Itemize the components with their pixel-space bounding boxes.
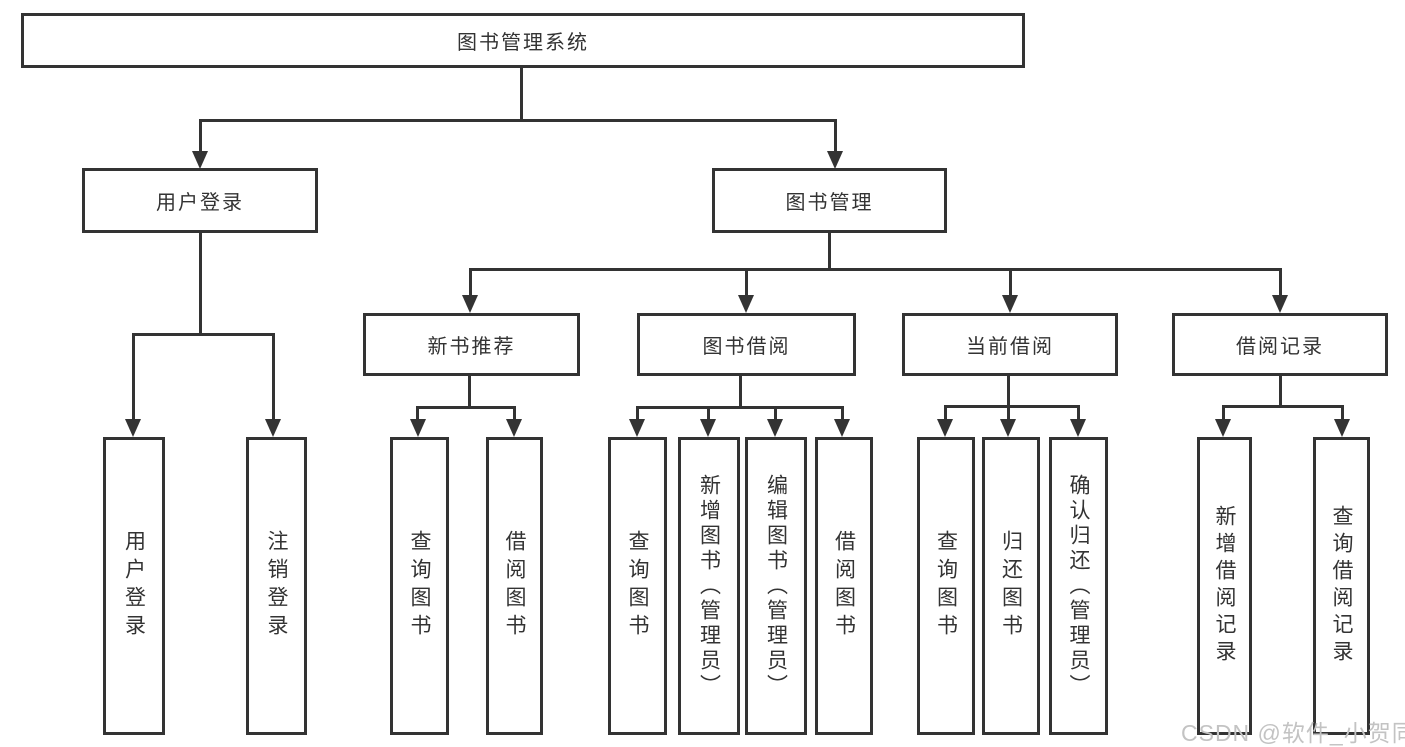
arrowhead-down-icon	[462, 295, 478, 313]
node-edit-books-admin-label: 编辑图书（管理员）	[764, 473, 788, 699]
node-add-books-admin-label: 新增图书（管理员）	[697, 473, 721, 699]
arrowhead-down-icon	[125, 419, 141, 437]
arrowhead-down-icon	[1000, 419, 1016, 437]
node-add-books-admin: 新增图书（管理员）	[678, 437, 740, 735]
node-query-books-recommend: 查询图书	[390, 437, 449, 735]
connector-line	[834, 119, 837, 153]
connector-line	[944, 405, 1080, 408]
node-logout-label: 注销登录	[265, 530, 288, 642]
connector-line	[468, 376, 471, 408]
node-borrowing-records-label: 借阅记录	[1236, 336, 1324, 358]
arrowhead-down-icon	[738, 295, 754, 313]
node-query-books-current-label: 查询图书	[934, 530, 958, 642]
arrowhead-down-icon	[700, 419, 716, 437]
connector-line	[1077, 405, 1080, 419]
connector-line	[1007, 376, 1010, 407]
node-book-borrowing: 图书借阅	[637, 313, 856, 376]
connector-line	[1341, 405, 1344, 419]
node-root: 图书管理系统	[21, 13, 1025, 68]
connector-line	[636, 406, 844, 409]
node-return-books: 归还图书	[982, 437, 1040, 735]
node-current-borrowing-label: 当前借阅	[966, 336, 1054, 358]
connector-line	[199, 119, 202, 153]
node-query-borrow-record-label: 查询借阅记录	[1330, 505, 1353, 667]
node-root-label: 图书管理系统	[457, 32, 589, 54]
connector-line	[1222, 405, 1225, 419]
node-book-borrowing-label: 图书借阅	[702, 336, 791, 358]
connector-line	[1007, 405, 1010, 419]
node-user-login: 用户登录	[82, 168, 318, 233]
connector-line	[416, 406, 516, 409]
connector-line	[841, 406, 844, 419]
connector-line	[774, 406, 777, 419]
connector-line	[1279, 268, 1282, 295]
arrowhead-down-icon	[767, 419, 783, 437]
arrowhead-down-icon	[1002, 295, 1018, 313]
node-edit-books-admin: 编辑图书（管理员）	[745, 437, 807, 735]
node-user-login-leaf-label: 用户登录	[122, 530, 146, 642]
node-query-books-recommend-label: 查询图书	[408, 530, 431, 642]
arrowhead-down-icon	[192, 151, 208, 169]
node-return-books-label: 归还图书	[999, 530, 1023, 642]
connector-line	[199, 119, 837, 122]
node-new-book-recommend-label: 新书推荐	[427, 336, 516, 358]
node-logout: 注销登录	[246, 437, 307, 735]
arrowhead-down-icon	[1070, 419, 1086, 437]
connector-line	[132, 333, 275, 336]
node-add-borrow-record: 新增借阅记录	[1197, 437, 1252, 735]
arrowhead-down-icon	[1334, 419, 1350, 437]
arrowhead-down-icon	[834, 419, 850, 437]
node-borrowing-records: 借阅记录	[1172, 313, 1388, 376]
node-book-management: 图书管理	[712, 168, 947, 233]
arrowhead-down-icon	[1272, 295, 1288, 313]
connector-line	[416, 406, 419, 419]
connector-line	[1009, 268, 1012, 295]
connector-line	[707, 406, 710, 419]
node-borrow-books-recommend-label: 借阅图书	[503, 530, 526, 642]
node-new-book-recommend: 新书推荐	[363, 313, 580, 376]
arrowhead-down-icon	[506, 419, 522, 437]
connector-line	[469, 268, 472, 295]
connector-line	[199, 233, 202, 335]
arrowhead-down-icon	[1215, 419, 1231, 437]
node-book-management-label: 图书管理	[785, 192, 874, 214]
connector-line	[828, 233, 831, 270]
connector-line	[520, 68, 523, 121]
arrowhead-down-icon	[827, 151, 843, 169]
arrowhead-down-icon	[410, 419, 426, 437]
connector-line	[272, 333, 275, 419]
node-user-login-label: 用户登录	[156, 192, 244, 214]
connector-line	[739, 376, 742, 408]
node-confirm-return-admin-label: 确认归还（管理员）	[1067, 473, 1090, 699]
node-current-borrowing: 当前借阅	[902, 313, 1118, 376]
node-query-books-current: 查询图书	[917, 437, 975, 735]
node-add-borrow-record-label: 新增借阅记录	[1213, 505, 1236, 667]
connector-line	[1279, 376, 1282, 407]
arrowhead-down-icon	[937, 419, 953, 437]
connector-line	[944, 405, 947, 419]
node-query-books-borrowing-label: 查询图书	[626, 530, 649, 642]
node-query-books-borrowing: 查询图书	[608, 437, 667, 735]
connector-line	[1222, 405, 1344, 408]
connector-line	[469, 268, 1282, 271]
arrowhead-down-icon	[629, 419, 645, 437]
connector-line	[513, 406, 516, 419]
csdn-watermark: CSDN @软件_小贺同学	[1181, 720, 1405, 746]
arrowhead-down-icon	[265, 419, 281, 437]
node-borrow-books-borrowing-label: 借阅图书	[832, 530, 856, 642]
connector-line	[132, 333, 135, 419]
connector-line	[636, 406, 639, 419]
node-borrow-books-recommend: 借阅图书	[486, 437, 543, 735]
node-user-login-leaf: 用户登录	[103, 437, 165, 735]
node-confirm-return-admin: 确认归还（管理员）	[1049, 437, 1108, 735]
connector-line	[745, 268, 748, 295]
node-query-borrow-record: 查询借阅记录	[1313, 437, 1370, 735]
node-borrow-books-borrowing: 借阅图书	[815, 437, 873, 735]
